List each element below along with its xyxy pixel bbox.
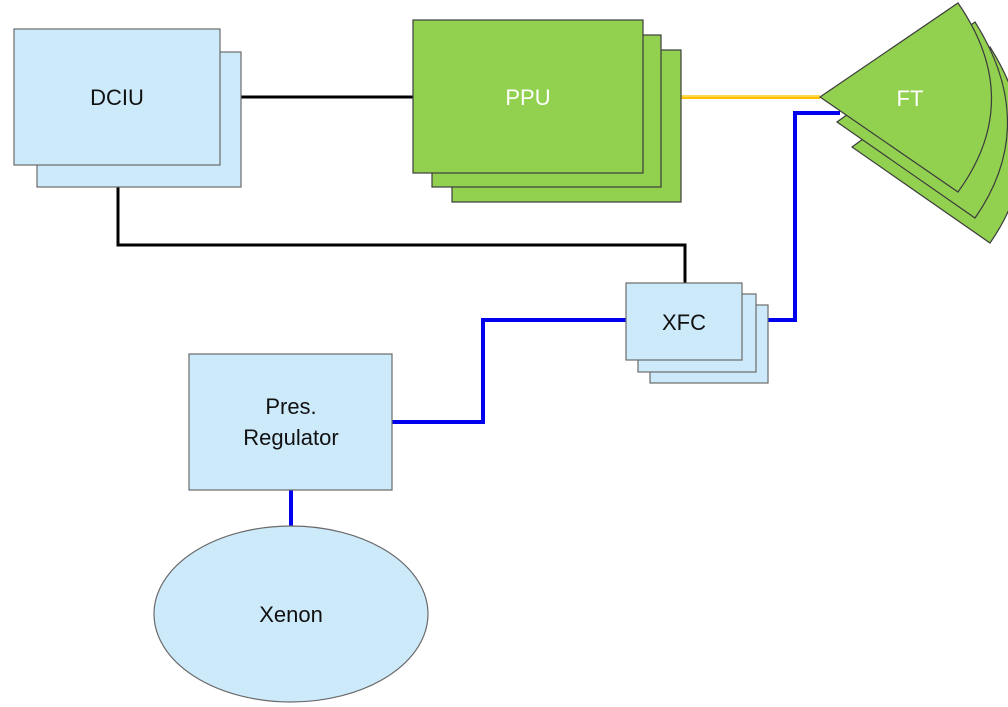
- xenon-node: Xenon: [153, 525, 429, 703]
- pressure-regulator-label-line2: Regulator: [243, 425, 338, 450]
- ft-shape: [818, 2, 992, 193]
- ppu-box: [412, 19, 644, 174]
- xenon-label: Xenon: [259, 602, 323, 627]
- ft-node: FT: [818, 2, 1008, 244]
- pressure-regulator-label-line1: Pres.: [265, 394, 316, 419]
- ppu-label: PPU: [505, 85, 550, 110]
- xfc-box: [625, 282, 743, 361]
- xfc-label: XFC: [662, 310, 706, 335]
- pressure-regulator-node: Pres. Regulator: [188, 353, 393, 491]
- pressure-regulator-box: [188, 353, 393, 491]
- dciu-node: DCIU: [13, 28, 242, 188]
- ppu-node: PPU: [412, 19, 682, 203]
- xfc-node: XFC: [625, 282, 769, 384]
- regulator-xfc-xenon-line: [392, 318, 626, 424]
- dciu-label: DCIU: [90, 85, 144, 110]
- dciu-box: [13, 28, 221, 166]
- xfc-ft-xenon-line: [742, 111, 840, 322]
- ft-label: FT: [897, 86, 924, 111]
- xenon-ellipse: [153, 525, 429, 703]
- dciu-xfc-data-line: [116, 165, 687, 283]
